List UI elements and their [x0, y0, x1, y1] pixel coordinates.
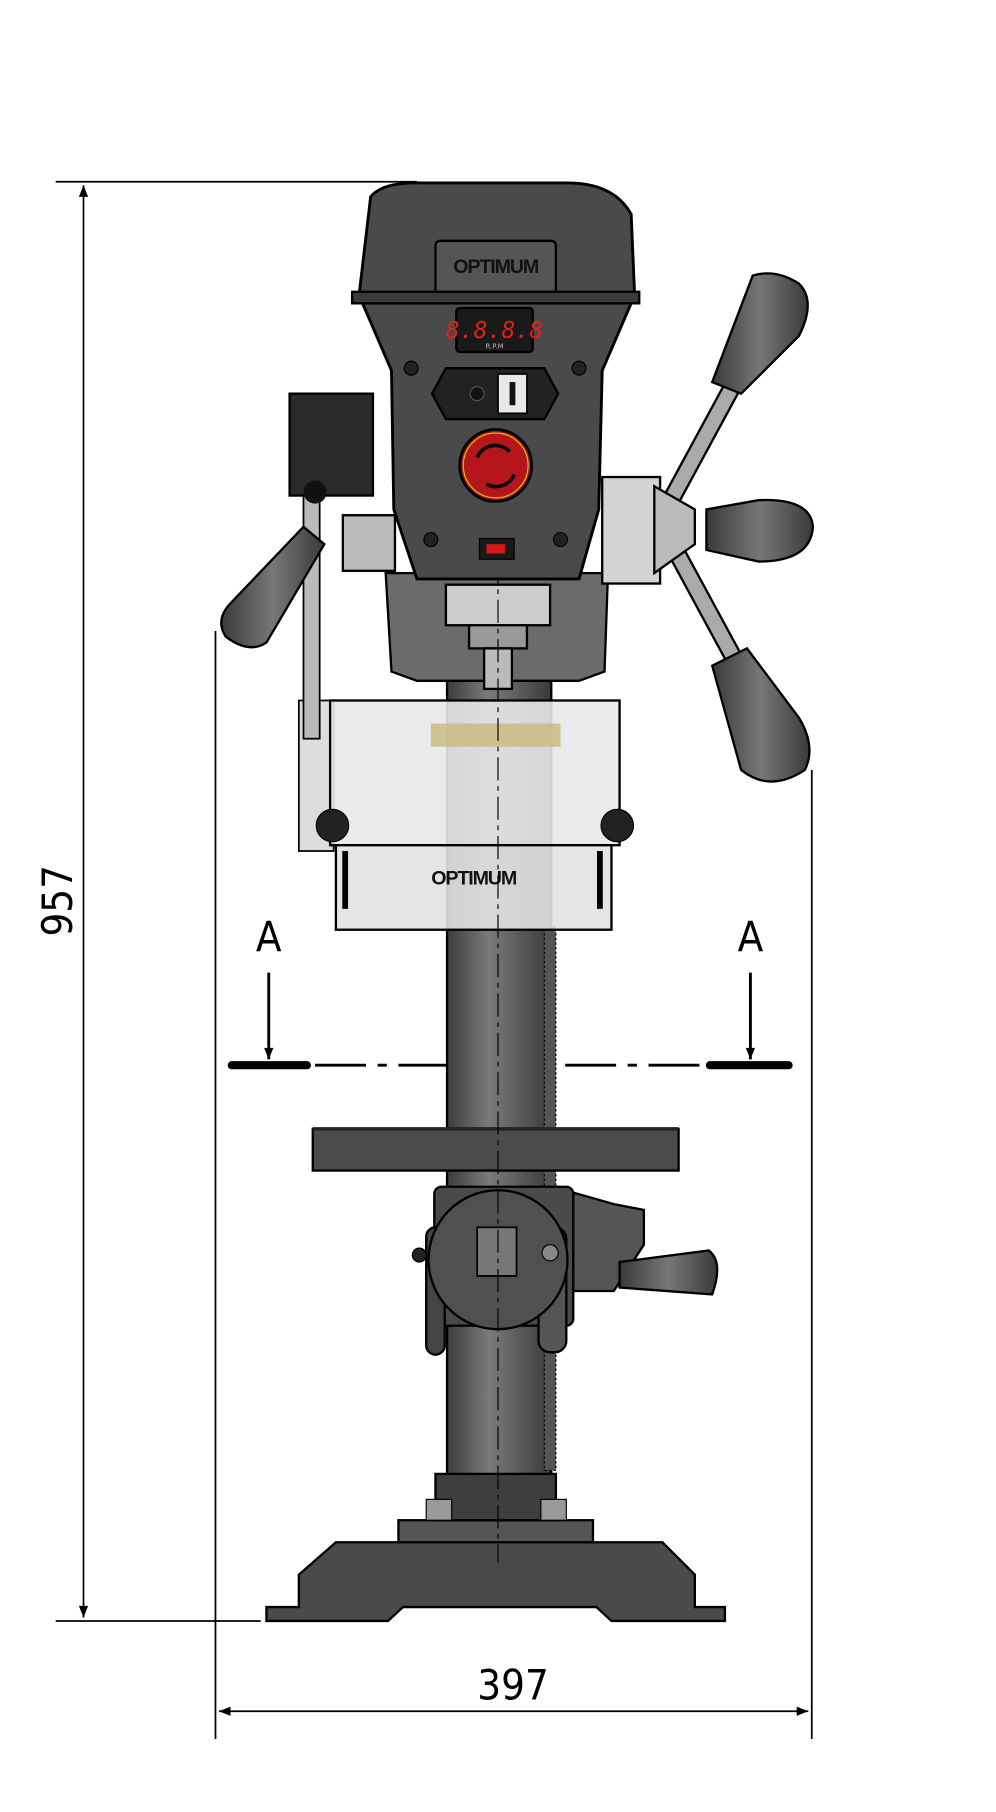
base	[265, 1472, 727, 1623]
height-dimension: 957	[33, 180, 417, 1622]
guard-logo: OPTIMUM	[431, 868, 517, 890]
left-feed-handle[interactable]	[220, 525, 326, 649]
section-line-a-a: A A	[227, 913, 793, 1070]
height-dimension-value: 957	[33, 865, 82, 937]
chuck-guard: OPTIMUM	[297, 699, 635, 931]
feed-handles[interactable]	[601, 272, 815, 783]
width-dimension-value: 397	[477, 1661, 549, 1710]
width-dimension: 397	[214, 631, 813, 1740]
guard-knob-left[interactable]	[315, 808, 350, 843]
guard-knob-right[interactable]	[600, 808, 635, 843]
section-label-left: A	[256, 913, 282, 962]
depth-stop	[220, 392, 375, 740]
rpm-display-value: 8.8.8.8	[446, 318, 544, 344]
start-button[interactable]	[469, 386, 485, 402]
brand-logo: OPTIMUM	[453, 256, 539, 278]
work-table	[311, 1127, 680, 1172]
section-label-right: A	[738, 913, 764, 962]
drill-head: OPTIMUM 8.8.8.8 R.P.M	[341, 181, 641, 581]
spindle-chuck	[384, 571, 610, 691]
rpm-display	[455, 306, 534, 354]
crank-handle[interactable]	[618, 1249, 719, 1296]
emergency-stop-button[interactable]	[458, 428, 534, 503]
rpm-display-unit: R.P.M	[485, 343, 503, 351]
